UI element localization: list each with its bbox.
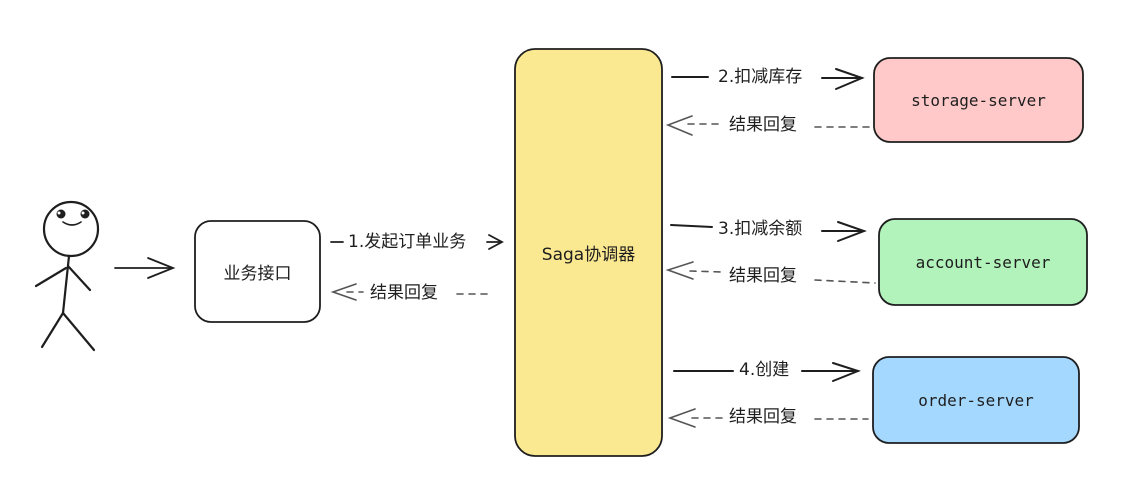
reply-business-label: 结果回复 (368, 283, 440, 303)
account-server-label: account-server (879, 219, 1087, 305)
order-server-label: order-server (873, 357, 1079, 443)
saga-coordinator-label: Saga协调器 (515, 49, 662, 456)
user-to-business-arrow (115, 258, 173, 278)
business-interface-label: 业务接口 (195, 221, 320, 322)
reply-account-label: 结果回复 (727, 266, 799, 286)
reply-order-label: 结果回复 (727, 407, 799, 427)
deduct-balance-label: 3.扣减余额 (716, 219, 804, 239)
deduct-stock-label: 2.扣减库存 (716, 67, 804, 87)
storage-server-label: storage-server (874, 58, 1083, 142)
stick-figure-user-icon (36, 202, 98, 350)
start-tx-label: 1.发起订单业务 (346, 232, 468, 252)
create-order-label: 4.创建 (737, 360, 791, 380)
reply-storage-label: 结果回复 (727, 115, 799, 135)
